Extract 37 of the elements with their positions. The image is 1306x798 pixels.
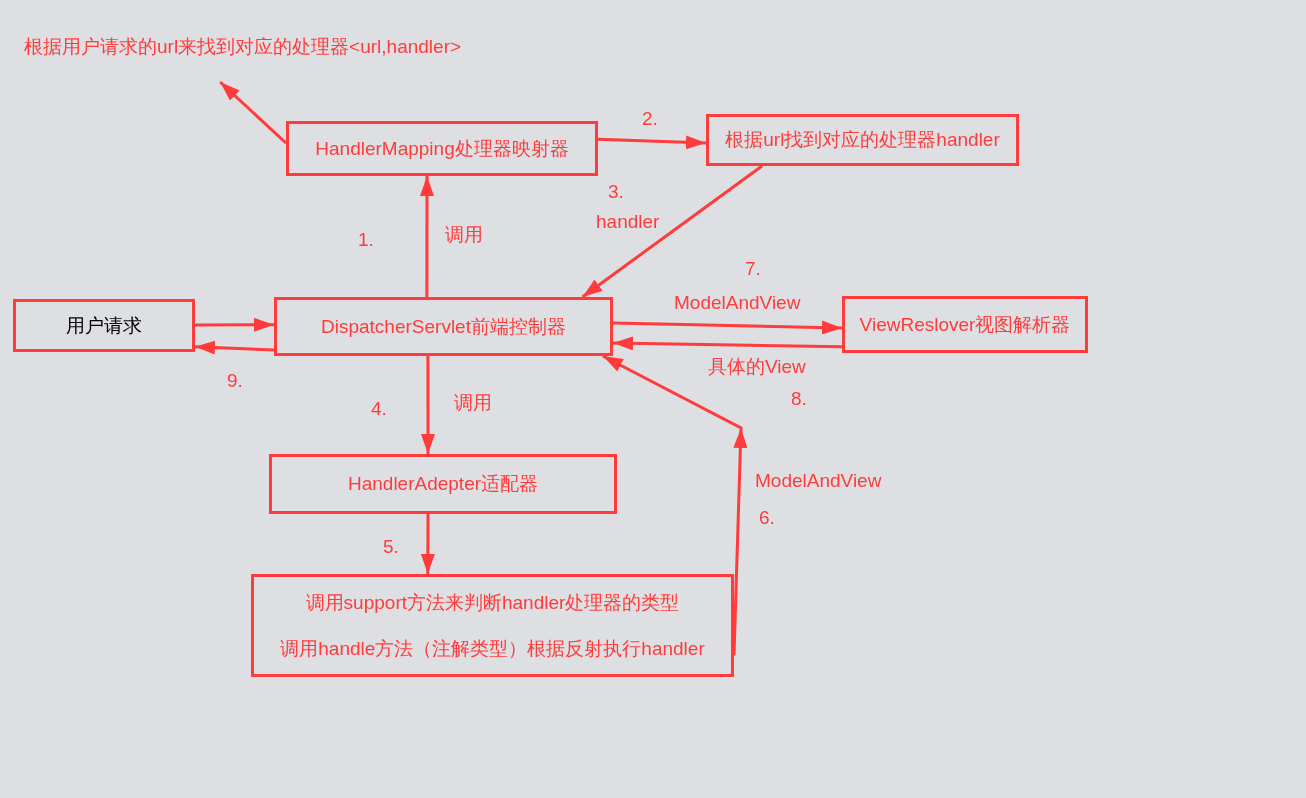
process-box xyxy=(274,297,613,356)
step-number: 1. xyxy=(358,229,374,251)
box-label: HandlerMapping处理器映射器 xyxy=(315,136,569,161)
step-number: 6. xyxy=(759,507,775,529)
step-number: 5. xyxy=(383,536,399,558)
arrow xyxy=(219,80,287,145)
annotation-text: 根据用户请求的url来找到对应的处理器<url,handler> xyxy=(24,34,506,82)
step-number: 4. xyxy=(371,398,387,420)
arrow xyxy=(581,164,763,299)
arrow xyxy=(597,135,707,150)
box-label: ViewReslover视图解析器 xyxy=(859,312,1071,337)
process-box xyxy=(706,114,1019,166)
step-number: 9. xyxy=(227,370,243,392)
arrow xyxy=(420,176,434,297)
process-box xyxy=(13,299,195,352)
box-label: 调用support方法来判断handler处理器的类型 xyxy=(305,590,680,615)
box-label: HandlerAdepter适配器 xyxy=(347,472,539,496)
arrow xyxy=(612,336,843,351)
process-box xyxy=(251,574,734,677)
arrow xyxy=(195,317,274,332)
process-box xyxy=(842,296,1088,353)
arrow xyxy=(612,320,843,335)
box-label: 调用handle方法（注解类型）根据反射执行handler xyxy=(280,636,705,661)
step-number: 7. xyxy=(745,258,761,280)
process-box xyxy=(286,121,598,176)
step-number: 8. xyxy=(791,388,807,410)
process-box xyxy=(269,454,617,514)
box-label: 用户请求 xyxy=(66,313,142,338)
arrow xyxy=(602,354,747,656)
arrow xyxy=(194,340,275,355)
edge-label: 具体的View xyxy=(706,356,808,378)
box-label: 根据url找到对应的处理器handler xyxy=(725,128,1000,152)
arrow xyxy=(421,356,435,454)
box-label: DispatcherServlet前端控制器 xyxy=(321,314,566,339)
step-number: 2. xyxy=(642,108,658,130)
step-number: 3. xyxy=(608,181,624,203)
arrow xyxy=(420,514,435,574)
